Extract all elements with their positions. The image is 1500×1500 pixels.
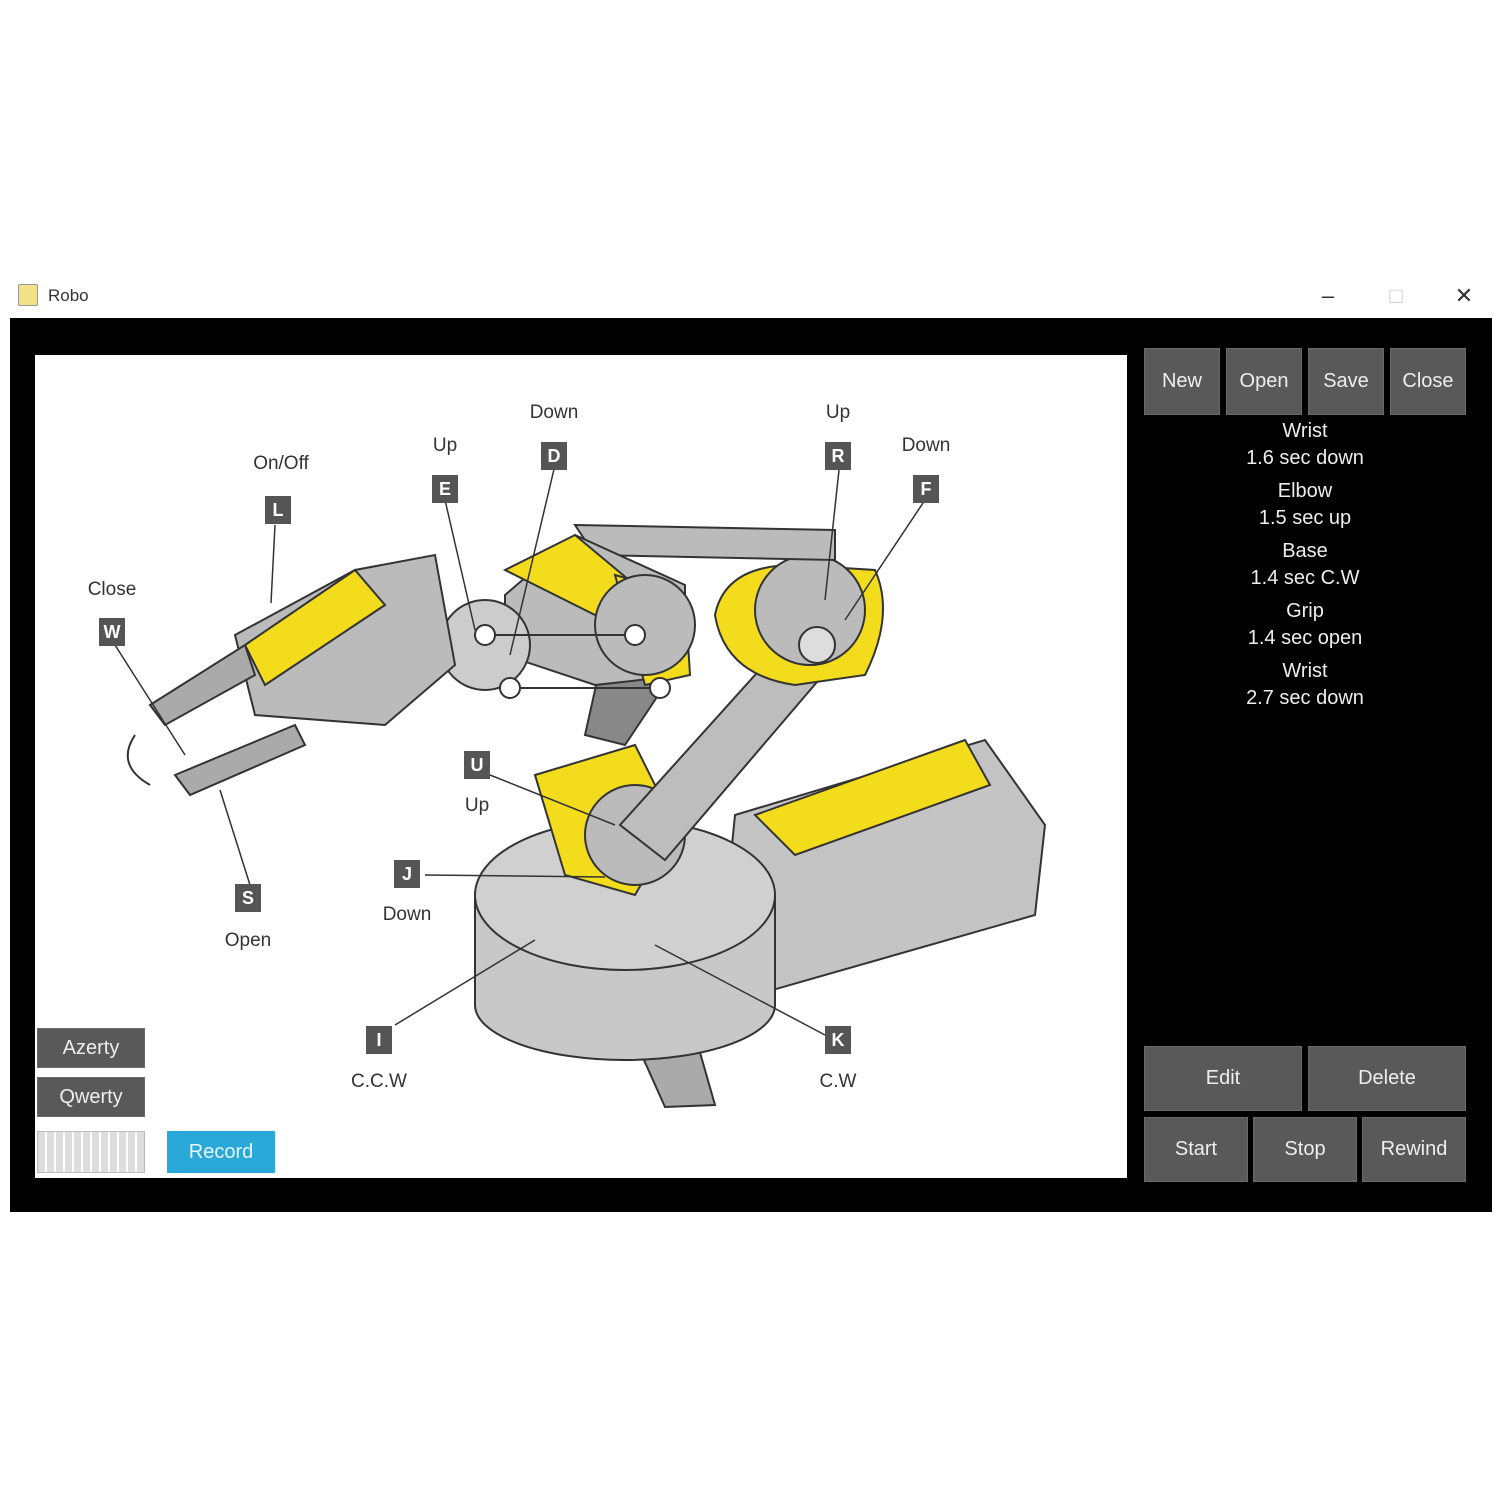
window-title: Robo [48, 286, 89, 305]
minimize-button[interactable]: – [1321, 283, 1335, 308]
key-e[interactable]: E [432, 475, 458, 503]
key-r[interactable]: R [825, 442, 851, 470]
key-j[interactable]: J [394, 860, 420, 888]
key-f[interactable]: F [913, 475, 939, 503]
list-item[interactable]: Base 1.4 sec C.W [1144, 538, 1466, 592]
log-joint: Elbow [1277, 480, 1333, 502]
robot-arm-illustration [114, 464, 1047, 1109]
log-joint: Wrist [1282, 660, 1328, 682]
log-joint: Wrist [1282, 420, 1328, 442]
light-label: On/Off [253, 453, 309, 474]
wrist-up-label: Up [432, 435, 458, 456]
keyboard-icon[interactable] [37, 1131, 145, 1173]
log-action: 1.5 sec up [1258, 507, 1352, 529]
elbow-down-label: Down [901, 435, 951, 456]
new-button[interactable]: New [1144, 348, 1220, 415]
open-button[interactable]: Open [1226, 348, 1302, 415]
close-window-button[interactable]: ✕ [1454, 283, 1474, 308]
app-window: On/Off L Up E Down D Up R Down F Close W… [10, 318, 1492, 1212]
log-joint: Grip [1286, 600, 1324, 622]
key-l[interactable]: L [265, 496, 291, 524]
grip-open-label: Open [224, 930, 272, 951]
log-action: 1.4 sec C.W [1250, 567, 1360, 589]
base-ccw-label: C.C.W [351, 1071, 407, 1092]
list-item[interactable]: Wrist 1.6 sec down [1144, 418, 1466, 472]
title-bar: Robo – □ ✕ [10, 278, 1492, 316]
elbow-up-label: Up [825, 402, 851, 423]
shoulder-up-label: Up [464, 795, 490, 816]
robot-diagram: On/Off L Up E Down D Up R Down F Close W… [35, 355, 1127, 1178]
log-action: 2.7 sec down [1246, 687, 1364, 709]
maximize-button[interactable]: □ [1389, 283, 1403, 308]
key-i[interactable]: I [366, 1026, 392, 1054]
log-joint: Base [1282, 540, 1328, 562]
qwerty-button[interactable]: Qwerty [37, 1077, 145, 1117]
key-u[interactable]: U [464, 751, 490, 779]
close-file-button[interactable]: Close [1390, 348, 1466, 415]
key-d[interactable]: D [541, 442, 567, 470]
log-action: 1.4 sec open [1247, 627, 1363, 649]
key-k[interactable]: K [825, 1026, 851, 1054]
delete-button[interactable]: Delete [1308, 1046, 1466, 1111]
record-button[interactable]: Record [167, 1131, 275, 1173]
azerty-button[interactable]: Azerty [37, 1028, 145, 1068]
list-item[interactable]: Wrist 2.7 sec down [1144, 658, 1466, 712]
start-button[interactable]: Start [1144, 1117, 1248, 1182]
wrist-down-label: Down [529, 402, 579, 423]
rewind-button[interactable]: Rewind [1362, 1117, 1466, 1182]
key-w[interactable]: W [99, 618, 125, 646]
grip-close-label: Close [87, 579, 137, 600]
edit-button[interactable]: Edit [1144, 1046, 1302, 1111]
base-cw-label: C.W [819, 1071, 857, 1092]
stop-button[interactable]: Stop [1253, 1117, 1357, 1182]
save-button[interactable]: Save [1308, 348, 1384, 415]
recorded-sequence-list: Wrist 1.6 sec down Elbow 1.5 sec up Base 1.… [1144, 418, 1466, 718]
shoulder-down-label: Down [382, 904, 432, 925]
app-icon [18, 284, 38, 306]
list-item[interactable]: Grip 1.4 sec open [1144, 598, 1466, 652]
key-s[interactable]: S [235, 884, 261, 912]
log-action: 1.6 sec down [1246, 447, 1364, 469]
list-item[interactable]: Elbow 1.5 sec up [1144, 478, 1466, 532]
